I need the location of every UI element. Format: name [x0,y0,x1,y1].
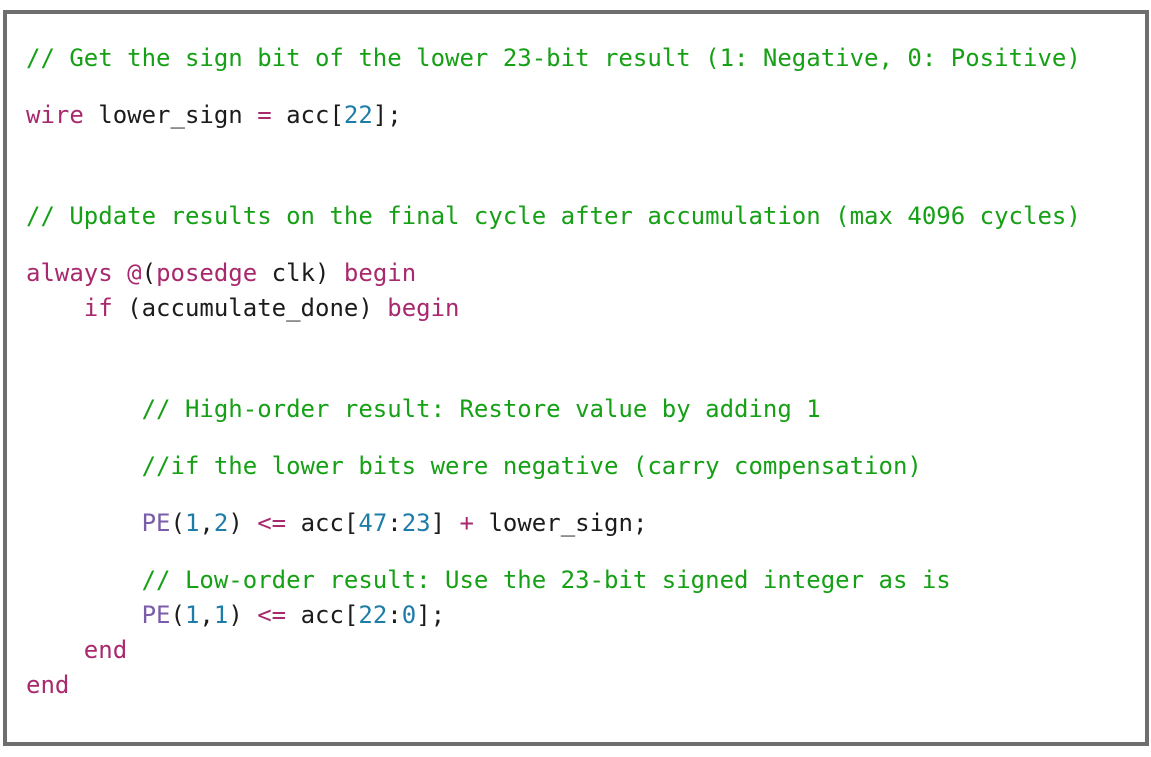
plain-token: ( [141,259,157,287]
number-token: 23 [401,509,431,537]
keyword-token: + [459,509,474,537]
plain-token [26,601,142,629]
plain-token: ] [430,509,460,537]
keyword-token: <= [257,509,287,537]
keyword-token: posedge [156,259,258,287]
keyword-token: @ [127,259,142,287]
plain-token [26,294,84,322]
keyword-token: begin [343,259,417,287]
function-token: PE [141,509,171,537]
plain-token: lower_sign; [474,509,648,537]
plain-token [26,636,84,664]
number-token: 2 [213,509,229,537]
code-line: always @(posedge clk) begin [26,256,1145,291]
plain-token: ( [170,509,185,537]
number-token: 1 [213,601,229,629]
keyword-token: = [257,101,272,129]
keyword-token: if [83,294,113,322]
plain-token: ]; [416,601,446,629]
plain-token: : [387,601,402,629]
code-line: //if the lower bits were negative (carry… [26,449,1145,484]
comment-token: // Update results on the final cycle aft… [26,202,1081,230]
number-token: 1 [184,509,200,537]
code-line: end [26,668,1145,703]
plain-token: acc[ [286,509,359,537]
code-line: wire lower_sign = acc[22]; [26,98,1145,133]
number-token: 47 [358,509,388,537]
plain-token: (accumulate_done) [112,294,388,322]
number-token: 1 [184,601,200,629]
function-token: PE [141,601,171,629]
code-line: end [26,633,1145,668]
plain-token: clk) [257,259,344,287]
code-block: // Get the sign bit of the lower 23-bit … [26,41,1145,703]
keyword-token: end [26,671,70,699]
number-token: 0 [401,601,417,629]
plain-token: ) [228,601,258,629]
number-token: 22 [358,601,388,629]
comment-token: // Low-order result: Use the 23-bit sign… [26,566,951,594]
plain-token [113,259,127,287]
plain-token: : [387,509,402,537]
keyword-token: <= [257,601,287,629]
code-line: // High-order result: Restore value by a… [26,392,1145,427]
number-token: 22 [343,101,373,129]
plain-token: ]; [372,101,402,129]
plain-token: acc[ [271,101,344,129]
plain-token: lower_sign [83,101,258,129]
plain-token: , [199,601,214,629]
plain-token: acc[ [286,601,359,629]
code-panel: // Get the sign bit of the lower 23-bit … [3,10,1149,746]
keyword-token: begin [387,294,460,322]
code-line: if (accumulate_done) begin [26,291,1145,326]
plain-token: ( [170,601,185,629]
plain-token: ) [228,509,258,537]
code-line: PE(1,2) <= acc[47:23] + lower_sign; [26,506,1145,541]
keyword-token: wire [26,101,84,129]
code-line: // Low-order result: Use the 23-bit sign… [26,563,1145,598]
comment-token: // Get the sign bit of the lower 23-bit … [26,44,1081,72]
plain-token [26,509,142,537]
keyword-token: always [26,259,113,287]
comment-token: //if the lower bits were negative (carry… [26,452,922,480]
code-line: // Get the sign bit of the lower 23-bit … [26,41,1145,76]
code-line: // Update results on the final cycle aft… [26,199,1145,234]
plain-token: , [199,509,214,537]
keyword-token: end [83,636,128,664]
code-line: PE(1,1) <= acc[22:0]; [26,598,1145,633]
comment-token: // High-order result: Restore value by a… [26,395,821,423]
